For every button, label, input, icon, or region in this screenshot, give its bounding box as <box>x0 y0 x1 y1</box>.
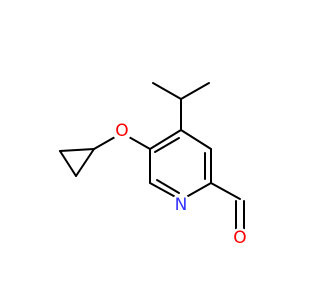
ether-oxygen-atom: O <box>112 121 132 141</box>
ether-oxygen-label: O <box>115 121 128 141</box>
bond-cyclopropyl-a <box>59 148 95 152</box>
atom-labels: N O O <box>112 121 250 248</box>
aldehyde-oxygen-label: O <box>233 228 246 248</box>
bond-ring-c2-n-inner <box>156 179 180 194</box>
bonds <box>59 82 245 236</box>
bond-cyclopropyl-b <box>59 150 77 177</box>
aldehyde-oxygen-atom: O <box>230 228 250 248</box>
bond-ring-c4-c3 <box>149 129 182 150</box>
ring-nitrogen-label: N <box>175 195 188 215</box>
bond-isopropyl-left <box>152 82 182 100</box>
bond-cyclopropyl-c <box>75 148 95 177</box>
bond-ring-c4-c3-inner <box>154 137 180 153</box>
bond-ring-aldehyde-carbon <box>210 182 241 200</box>
bond-isopropyl-right <box>180 82 210 100</box>
chemical-structure: N O O <box>59 82 250 248</box>
bond-ring-c5-c4 <box>180 129 212 150</box>
ring-nitrogen-atom: N <box>171 194 191 215</box>
